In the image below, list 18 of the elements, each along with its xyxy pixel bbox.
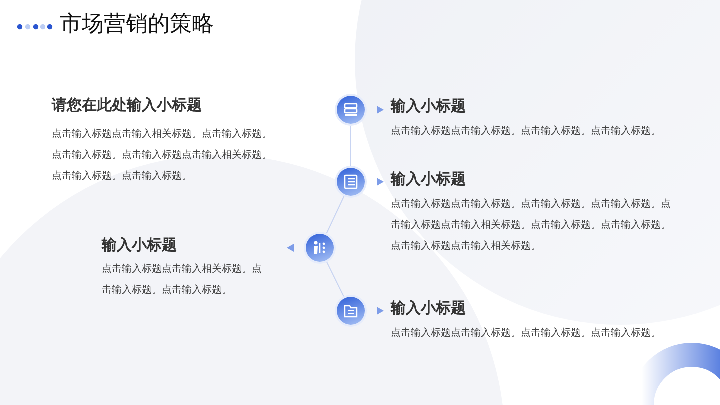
heading: 请您在此处输入小标题 xyxy=(52,96,202,114)
icon-circle xyxy=(337,168,365,196)
connector-line xyxy=(326,262,344,298)
paragraph: 点击输入标题点击输入标题。点击输入标题。点击输入标题。 xyxy=(391,124,662,139)
paragraph: 点击输入标题点击输入相关标题。点击输入标题。点击输入标题。点击输入标题点击输入相关标题。点击输入标题。点击输入标题。 xyxy=(52,128,273,184)
icon-circle xyxy=(306,234,334,262)
icon-circle xyxy=(337,96,365,124)
heading: 输入小标题 xyxy=(102,236,177,254)
connector-line xyxy=(350,126,352,166)
paragraph: 点击输入标题点击输入相关标题。点击输入标题。点击输入标题。 xyxy=(102,262,263,298)
heading: 输入小标题 xyxy=(391,170,466,188)
icon-circle xyxy=(337,297,365,325)
title: 市场营销的策略 xyxy=(60,11,214,39)
paragraph: 点击输入标题点击输入标题。点击输入标题。点击输入标题。点击输入标题点击输入相关标题。点击输入标题。点击输入标题。点击输入标题点击输入相关标题。 xyxy=(391,198,671,254)
connector-line xyxy=(326,196,345,234)
paragraph: 点击输入标题点击输入标题。点击输入标题。点击输入标题。 xyxy=(391,326,662,341)
heading: 输入小标题 xyxy=(391,97,466,115)
heading: 输入小标题 xyxy=(391,299,466,317)
